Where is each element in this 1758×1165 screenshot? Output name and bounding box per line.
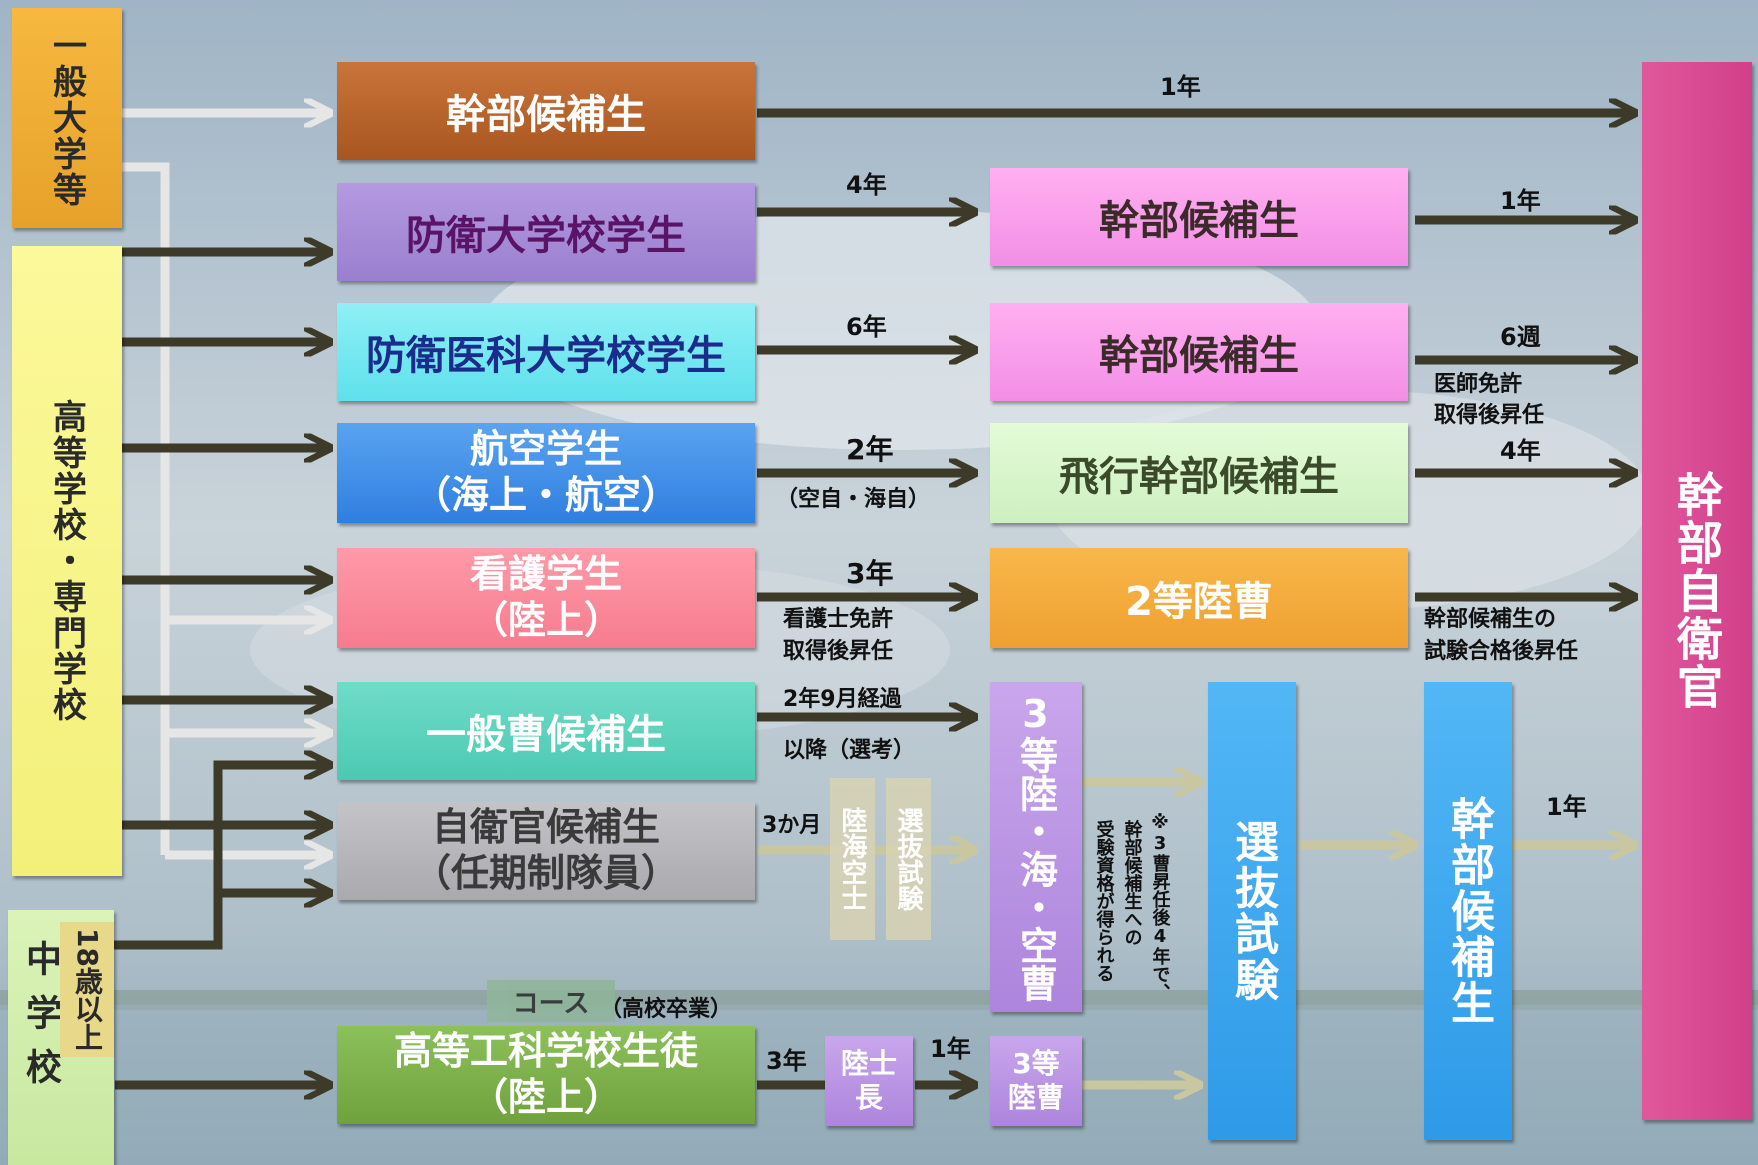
label-eligibility-2: 幹部候補生への — [1121, 820, 1143, 946]
course-sdf-candidate: 自衛官候補生 （任期制隊員） — [337, 802, 755, 900]
course-tag-label: コース — [512, 988, 590, 1019]
course-ndmc-label: 防衛医科大学校学生 — [366, 333, 726, 379]
course-officer-candidate: 幹部候補生 — [337, 62, 755, 160]
label-1year-nda: 1年 — [1500, 187, 1541, 215]
label-eligibility-3: 受験資格が得られる — [1093, 820, 1115, 982]
label-sergeant2-note-2: 試験合格後昇任 — [1424, 639, 1579, 664]
source-university-label: 一般大学等 — [46, 28, 87, 208]
officer-candidate-nda-label: 幹部候補生 — [1099, 198, 1299, 244]
course-aviation: 航空学生 （海上・航空） — [337, 423, 755, 523]
course-tag: コース — [487, 980, 615, 1022]
rikushi-kaishi: 陸海空士 — [830, 778, 875, 940]
lance-corporal: 陸士長 — [825, 1036, 913, 1126]
label-3year-nursing: 3年 — [846, 557, 894, 590]
course-nursing: 看護学生 （陸上） — [337, 548, 755, 648]
label-sergeant2-note-1: 幹部候補生の — [1424, 607, 1557, 632]
label-6year: 6年 — [846, 313, 887, 341]
source-junior-high-label: 中学校 — [20, 940, 61, 1102]
flight-officer-candidate-label: 飛行幹部候補生 — [1059, 454, 1339, 500]
officer-candidate-ndmc: 幹部候補生 — [990, 303, 1408, 401]
sergeant3-all: 3等陸・海・空曹 — [990, 682, 1082, 1012]
source-university: 一般大学等 — [12, 8, 122, 228]
label-6week: 6週 — [1500, 323, 1541, 351]
officer-candidate-ndmc-label: 幹部候補生 — [1099, 333, 1299, 379]
course-nda-label: 防衛大学校学生 — [406, 213, 686, 259]
age-18-plus-label: 18歳以上 — [71, 928, 104, 1051]
course-ndmc: 防衛医科大学校学生 — [337, 303, 755, 401]
age-18-plus-tag: 18歳以上 — [60, 922, 114, 1057]
officer-candidate-final-label: 幹部候補生 — [1443, 796, 1494, 1026]
label-eligibility-1: ※3曹昇任後4年で、 — [1149, 812, 1171, 1001]
officer-candidate-nda: 幹部候補生 — [990, 168, 1408, 266]
career-officer-label: 幹部自衛官 — [1670, 471, 1724, 711]
sergeant2-gsdf-label: 2等陸曹 — [1125, 579, 1273, 625]
career-officer: 幹部自衛官 — [1642, 62, 1752, 1120]
label-3year-tech: 3年 — [766, 1047, 807, 1075]
label-nco-note-1: 2年9月経過 — [783, 687, 902, 712]
course-nursing-line1: 看護学生 — [469, 552, 622, 597]
label-4year-nda: 4年 — [846, 171, 887, 199]
course-nda: 防衛大学校学生 — [337, 183, 755, 281]
selection-small: 選抜試験 — [886, 778, 931, 940]
label-nursing-note-2: 取得後昇任 — [783, 639, 894, 664]
course-aviation-line1: 航空学生 — [469, 427, 622, 472]
course-nco-candidate: 一般曹候補生 — [337, 682, 755, 780]
selection-exam-label: 選抜試験 — [1227, 819, 1278, 1003]
sergeant3-gsdf-label: 3等陸曹 — [1007, 1047, 1064, 1114]
course-aviation-line2: （海上・航空） — [412, 473, 679, 517]
sergeant2-gsdf: 2等陸曹 — [990, 548, 1408, 648]
label-1year-last: 1年 — [1546, 793, 1587, 821]
course-tech-school: 高等工科学校生徒 （陸上） — [337, 1026, 755, 1124]
flight-officer-candidate: 飛行幹部候補生 — [990, 423, 1408, 523]
label-2year-aviation: 2年 — [846, 433, 894, 466]
label-1year-top: 1年 — [1160, 73, 1201, 101]
sergeant3-gsdf: 3等陸曹 — [990, 1036, 1082, 1126]
source-high-school: 高等学校・専門学校 — [12, 246, 122, 876]
label-aviation-note: （空自・海自） — [776, 487, 931, 512]
course-tech-school-line2: （陸上） — [469, 1075, 622, 1119]
rikushi-kaishi-label: 陸海空士 — [837, 807, 867, 911]
label-nursing-note-1: 看護士免許 — [783, 607, 894, 632]
course-sdf-candidate-line1: 自衛官候補生 — [431, 805, 660, 850]
label-3months: 3か月 — [762, 813, 822, 838]
lance-corporal-label: 陸士長 — [840, 1047, 897, 1114]
selection-small-label: 選抜試験 — [893, 807, 923, 911]
course-note: （高校卒業） — [600, 997, 733, 1022]
label-doctor-note-2: 取得後昇任 — [1434, 403, 1545, 428]
source-high-school-label: 高等学校・専門学校 — [46, 399, 87, 723]
course-nursing-line2: （陸上） — [469, 598, 622, 642]
sergeant3-all-label: 3等陸・海・空曹 — [1013, 692, 1058, 1002]
officer-candidate-final: 幹部候補生 — [1424, 682, 1512, 1140]
course-officer-candidate-label: 幹部候補生 — [446, 92, 646, 138]
label-1year-tech: 1年 — [930, 1035, 971, 1063]
course-sdf-candidate-line2: （任期制隊員） — [412, 851, 679, 895]
label-4year-flight: 4年 — [1500, 437, 1541, 465]
label-doctor-note-1: 医師免許 — [1434, 372, 1523, 397]
selection-exam: 選抜試験 — [1208, 682, 1296, 1140]
course-nco-candidate-label: 一般曹候補生 — [426, 712, 666, 758]
course-tech-school-line1: 高等工科学校生徒 — [393, 1029, 698, 1074]
label-nco-note-2: 以降（選考） — [783, 738, 916, 763]
